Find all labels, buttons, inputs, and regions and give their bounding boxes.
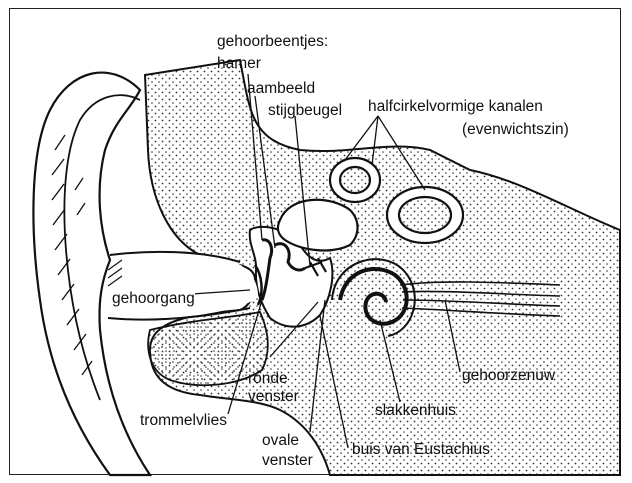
label-gehoorzenuw: gehoorzenuw xyxy=(462,367,555,384)
label-buis-van-eustachius: buis van Eustachius xyxy=(352,441,490,458)
label-ronde: ronde xyxy=(248,370,288,387)
label-ovale-venster: venster xyxy=(262,452,313,469)
label-ovale: ovale xyxy=(262,432,299,449)
label-hamer: hamer xyxy=(217,55,261,72)
label-halfcirkel: halfcirkelvormige kanalen xyxy=(368,98,543,115)
label-trommelvlies: trommelvlies xyxy=(140,412,227,429)
label-gehoorbeentjes: gehoorbeentjes: xyxy=(217,33,328,50)
label-evenwichtszin: (evenwichtszin) xyxy=(462,121,569,138)
label-slakkenhuis: slakkenhuis xyxy=(375,402,456,419)
label-stijgbeugel: stijgbeugel xyxy=(268,102,342,119)
label-aambeeld: aambeeld xyxy=(247,80,315,97)
label-ronde-venster: venster xyxy=(248,388,299,405)
label-gehoorgang: gehoorgang xyxy=(112,290,195,307)
